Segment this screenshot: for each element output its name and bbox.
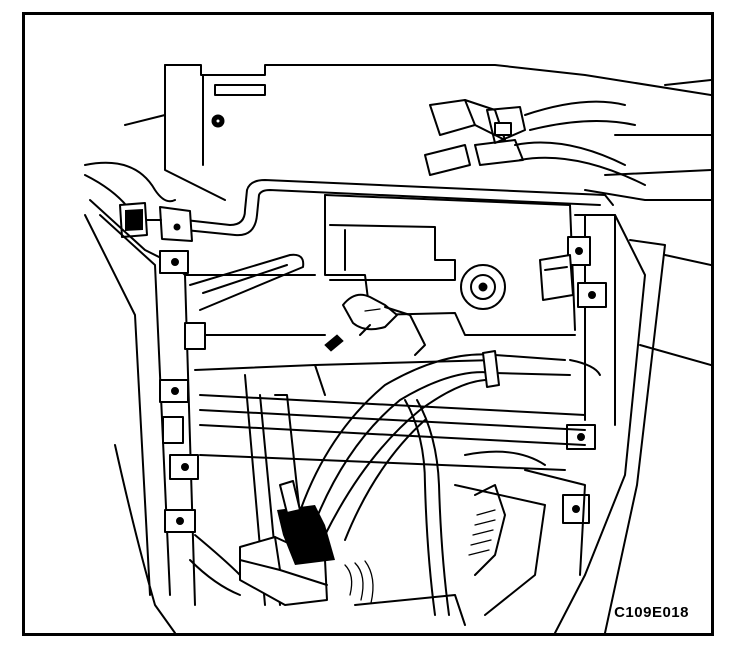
figure-code-label: C109E018 [614, 604, 689, 621]
cross-tube [184, 179, 614, 237]
technical-illustration [84, 64, 711, 633]
center-mount-boss [460, 264, 506, 310]
right-small-bracket [539, 254, 574, 301]
upper-right-connectors [424, 79, 711, 201]
left-wire-connector [119, 202, 193, 242]
harness-connector [239, 480, 374, 606]
mounting-tabs [159, 236, 607, 533]
figure-frame: C109E018 [22, 12, 714, 636]
lower-duct [354, 450, 586, 626]
wiring-harness [296, 350, 601, 616]
screw-fastener [324, 293, 426, 356]
left-slotted-bracket [189, 253, 305, 311]
left-lower-panel [114, 444, 241, 633]
upper-dash-bracket [84, 64, 711, 211]
